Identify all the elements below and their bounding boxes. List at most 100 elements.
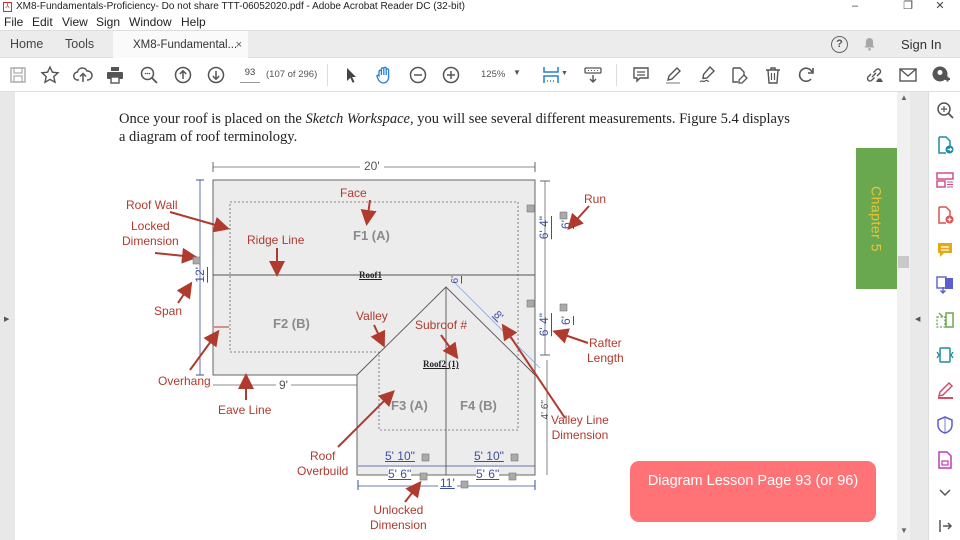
right-panel-gutter: ◀: [910, 92, 928, 540]
tab-home[interactable]: Home: [10, 37, 44, 51]
sign-in-button[interactable]: Sign In: [901, 37, 942, 52]
more-tools-icon[interactable]: [935, 450, 955, 470]
dim-top-width[interactable]: 20': [360, 159, 384, 173]
combine-files-icon[interactable]: [935, 275, 955, 295]
email-icon[interactable]: [898, 65, 918, 85]
restore-button[interactable]: ❐: [903, 0, 913, 12]
zoom-in-icon[interactable]: [441, 65, 461, 85]
label-roof-overbuild: Roof Overbuild: [297, 449, 349, 478]
face-f1: F1 (A): [353, 228, 390, 243]
rotate-icon[interactable]: [796, 65, 816, 85]
dim-eave[interactable]: 9': [276, 378, 291, 392]
tab-bar: Home Tools XM8-Fundamental... × ? Sign I…: [0, 30, 960, 59]
menu-edit[interactable]: Edit: [32, 15, 53, 29]
zoom-out-icon[interactable]: [408, 65, 428, 85]
scroll-mode-icon[interactable]: [583, 65, 603, 85]
menu-view[interactable]: View: [62, 15, 88, 29]
help-icon[interactable]: ?: [831, 36, 848, 53]
title-bar: ⅄ XM8-Fundamentals-Proficiency- Do not s…: [0, 0, 960, 14]
zoom-dropdown-caret-icon[interactable]: ▼: [513, 68, 521, 77]
organize-pages-icon[interactable]: [935, 170, 955, 190]
window-title: XM8-Fundamentals-Proficiency- Do not sha…: [16, 1, 465, 12]
menu-window[interactable]: Window: [129, 15, 172, 29]
expand-left-panel-icon[interactable]: ▶: [4, 316, 10, 323]
menu-help[interactable]: Help: [181, 15, 206, 29]
scan-icon[interactable]: [935, 345, 955, 365]
find-icon[interactable]: [139, 65, 159, 85]
label-valley-line-dimension: Valley Line Dimension: [551, 413, 609, 442]
menu-sign[interactable]: Sign: [96, 15, 121, 29]
dim-run-top[interactable]: 6': [559, 220, 573, 229]
edit-pdf-icon[interactable]: [729, 65, 749, 85]
close-window-button[interactable]: ✕: [935, 0, 945, 12]
fit-page-icon[interactable]: [541, 65, 561, 85]
label-unlocked-dimension: Unlocked Dimension: [370, 503, 427, 532]
menu-bar: File Edit View Sign Window Help: [0, 14, 960, 30]
zoom-level-select[interactable]: 125%: [481, 69, 506, 80]
print-icon[interactable]: [105, 65, 125, 85]
dim-bottom-left-rafter[interactable]: 5' 10": [385, 449, 415, 463]
dim-valley-top[interactable]: 6': [450, 276, 461, 284]
dim-bottom-total[interactable]: 11': [438, 476, 457, 490]
delete-icon[interactable]: [763, 65, 783, 85]
expand-right-panel-icon[interactable]: ◀: [915, 316, 921, 323]
scroll-up-icon[interactable]: ▲: [900, 93, 908, 102]
label-roof-wall: Roof Wall: [126, 198, 178, 212]
roof1-label: Roof1: [359, 270, 382, 280]
share-link-icon[interactable]: [864, 65, 884, 85]
page-down-icon[interactable]: [206, 65, 226, 85]
protect-icon[interactable]: [935, 415, 955, 435]
notifications-bell-icon[interactable]: [863, 37, 876, 54]
lesson-callout: Diagram Lesson Page 93 (or 96): [630, 461, 876, 522]
fit-page-caret-icon[interactable]: ▼: [561, 70, 568, 77]
roof-terminology-diagram: Face Roof Wall Locked Dimension Ridge Li…: [110, 150, 650, 540]
compress-icon[interactable]: [935, 310, 955, 330]
face-f2: F2 (B): [273, 316, 310, 331]
comment-tool-icon[interactable]: [935, 240, 955, 260]
comment-icon[interactable]: [631, 65, 651, 85]
dim-bottom-left-run[interactable]: 5' 6": [388, 467, 412, 481]
minimize-button[interactable]: –: [851, 0, 859, 12]
body-paragraph: Once your roof is placed on the Sketch W…: [119, 110, 799, 146]
dim-bottom-right-run[interactable]: 5' 6": [476, 467, 500, 481]
scroll-down-icon[interactable]: ▼: [900, 526, 908, 535]
label-subroof: Subroof #: [415, 318, 468, 332]
main-toolbar: 93 (107 of 296) 125% ▼ ▼: [0, 58, 960, 92]
face-f3: F3 (A): [391, 398, 428, 413]
save-icon[interactable]: [8, 65, 28, 85]
label-span: Span: [154, 304, 183, 318]
collapse-panel-icon[interactable]: [935, 516, 955, 536]
zoom-search-icon[interactable]: [935, 100, 955, 120]
dim-rafter-top[interactable]: 6' 4": [537, 216, 551, 240]
left-navigation-panel: ▶: [0, 92, 15, 540]
page-number-input[interactable]: 93: [240, 67, 260, 83]
sign-icon[interactable]: [697, 65, 717, 85]
expand-tools-chevron-icon[interactable]: [935, 482, 955, 502]
roof-diagram-drawing: [154, 162, 590, 503]
dim-span[interactable]: 12': [193, 267, 207, 283]
bookmark-star-icon[interactable]: [40, 65, 60, 85]
export-pdf-icon[interactable]: [935, 135, 955, 155]
tab-tools[interactable]: Tools: [65, 37, 95, 51]
dim-overbuild-side[interactable]: 4' 6": [540, 400, 551, 420]
menu-file[interactable]: File: [4, 15, 24, 29]
toolbar-divider: [327, 64, 328, 86]
create-pdf-icon[interactable]: [935, 205, 955, 225]
dim-run-bottom[interactable]: 6': [559, 316, 573, 325]
hand-tool-icon[interactable]: [374, 65, 394, 85]
select-arrow-icon[interactable]: [341, 65, 361, 85]
dim-bottom-right-rafter[interactable]: 5' 10": [474, 449, 504, 463]
vertical-scrollbar[interactable]: ▲ ▼: [897, 92, 910, 540]
page-up-icon[interactable]: [173, 65, 193, 85]
close-tab-icon[interactable]: ×: [235, 39, 242, 51]
label-valley: Valley: [356, 309, 388, 323]
tab-document[interactable]: XM8-Fundamental... ×: [113, 31, 248, 59]
dim-rafter-bottom[interactable]: 6' 4": [537, 313, 551, 337]
highlight-icon[interactable]: [663, 65, 683, 85]
face-f4: F4 (B): [460, 398, 497, 413]
upload-icon[interactable]: [73, 65, 93, 85]
page-count: (107 of 296): [266, 69, 318, 80]
add-user-icon[interactable]: [931, 65, 951, 85]
scroll-thumb[interactable]: [898, 256, 909, 268]
fill-sign-icon[interactable]: [935, 380, 955, 400]
